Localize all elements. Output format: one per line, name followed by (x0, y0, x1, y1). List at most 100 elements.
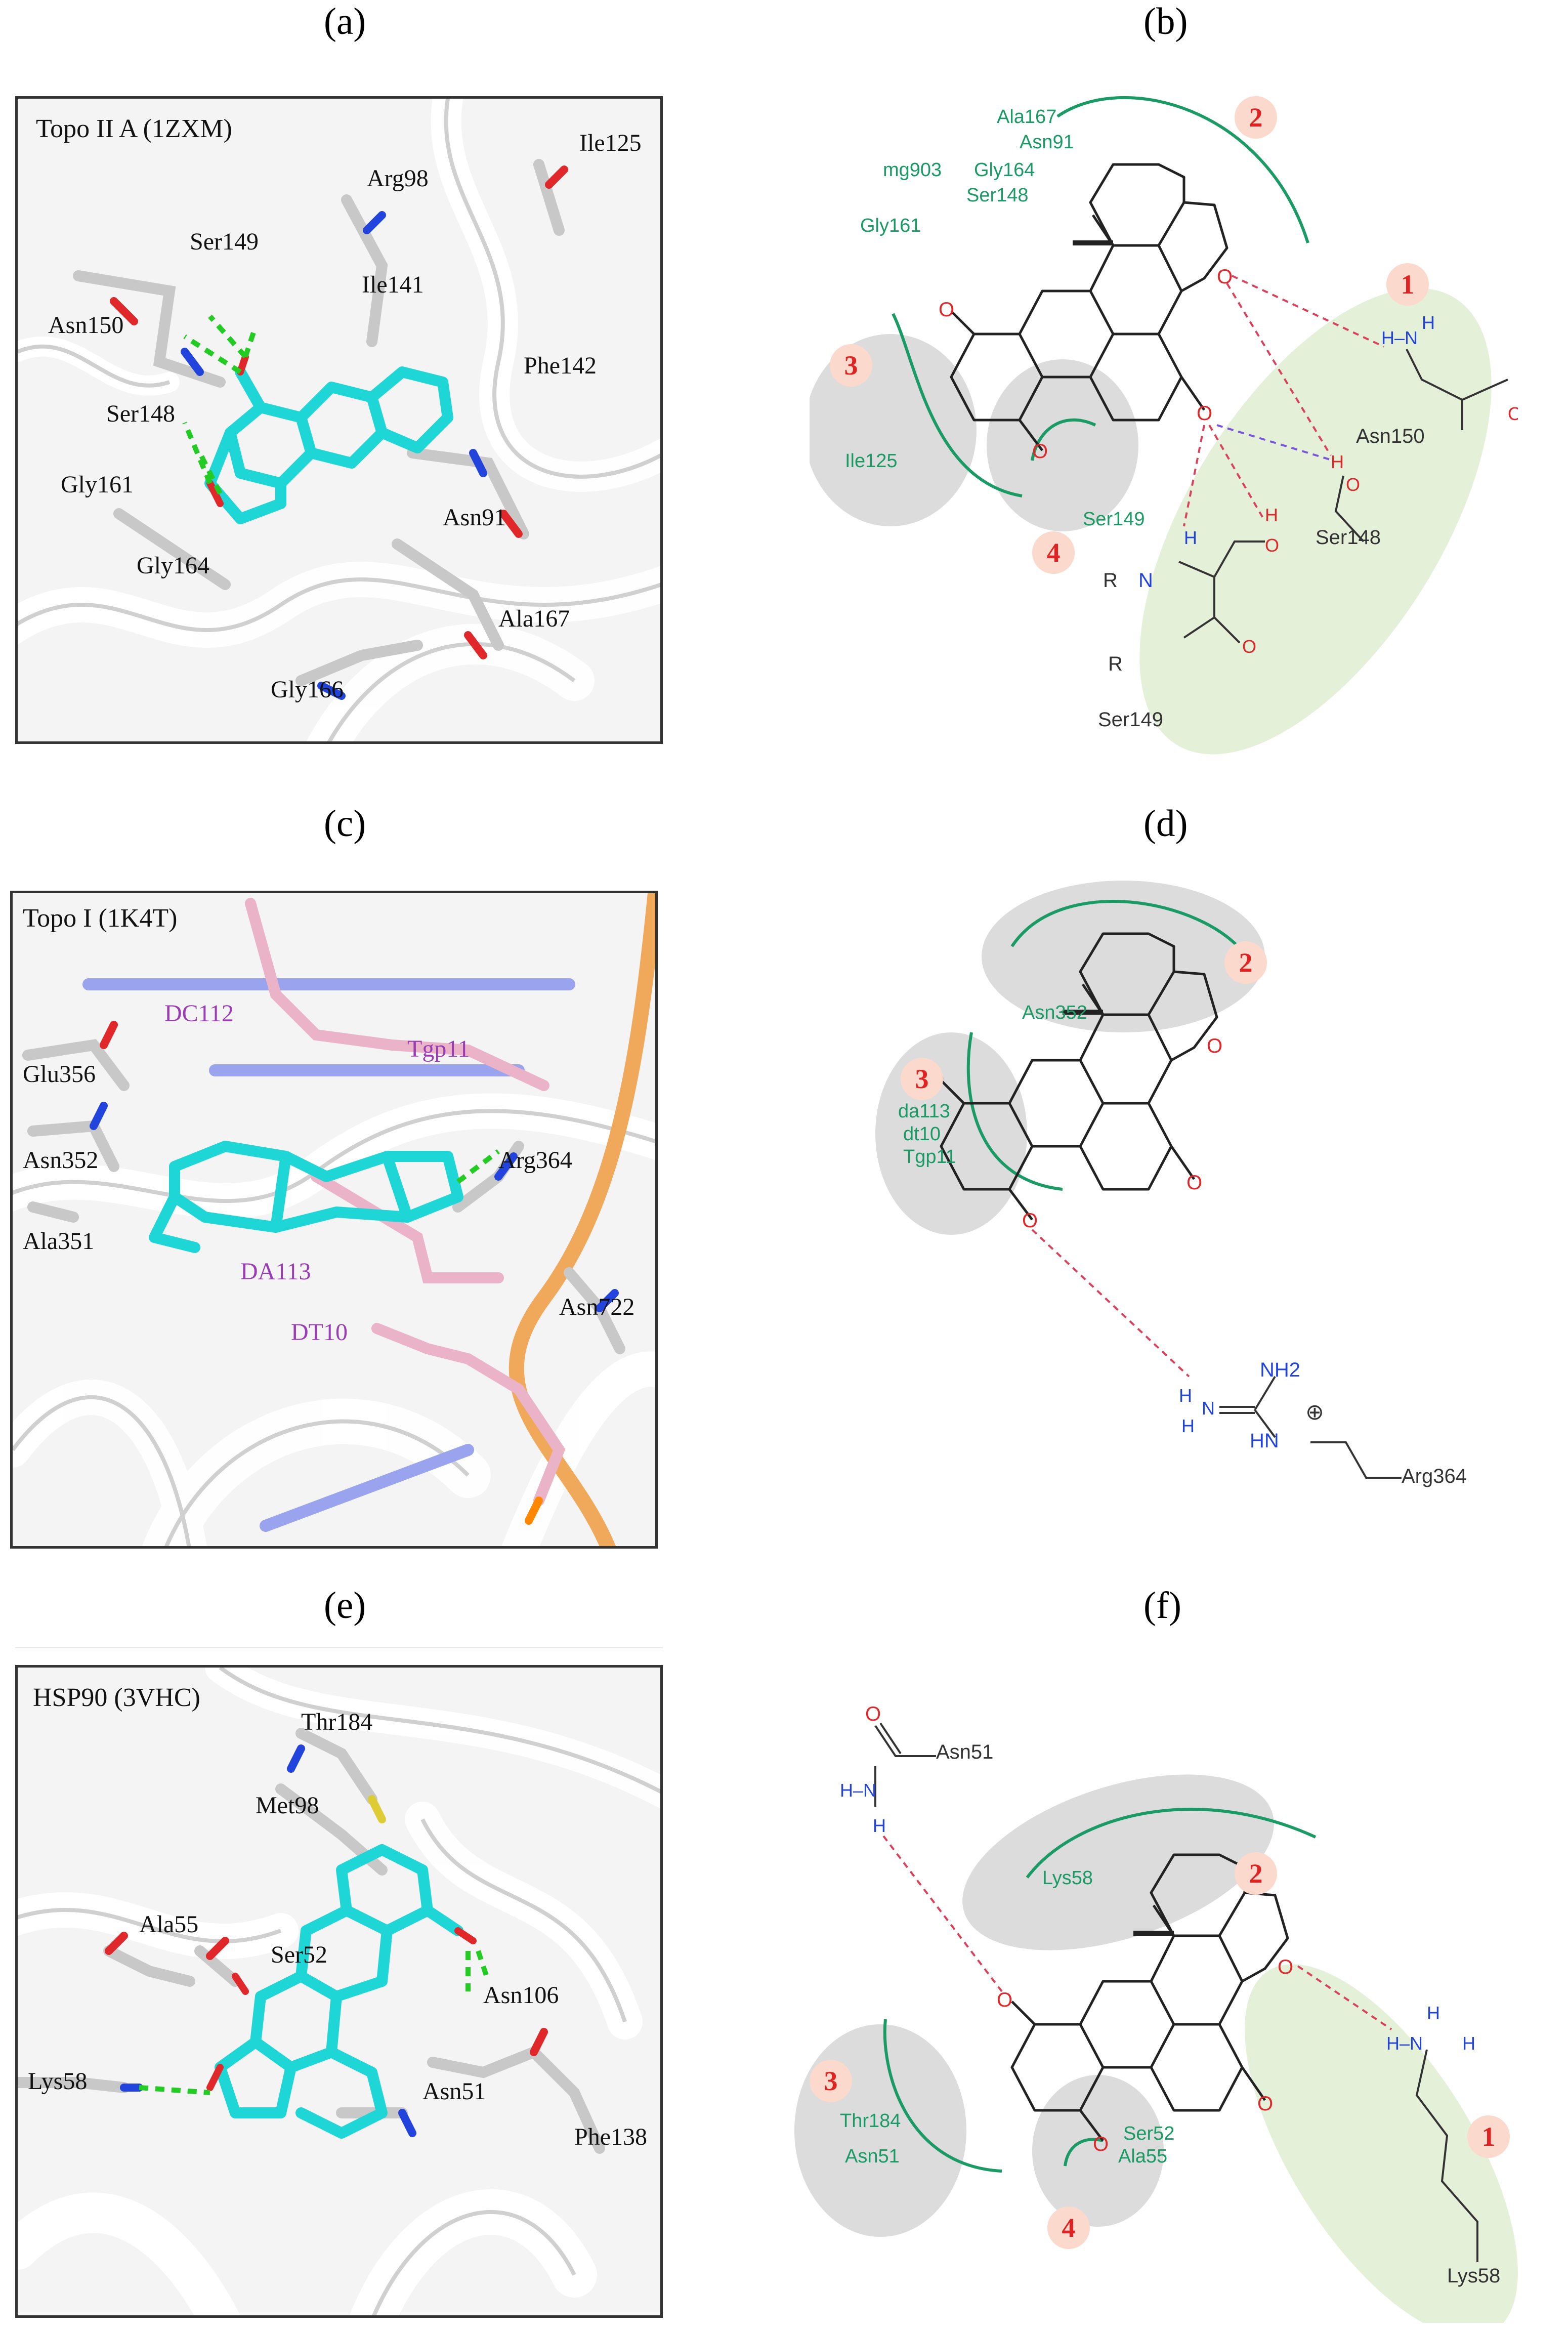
res-ser52: Ser52 (271, 1941, 327, 1968)
svg-text:H: H (1181, 1416, 1195, 1436)
b-asn150: Asn150 (1356, 425, 1425, 447)
protein-render-c (13, 893, 655, 1546)
protein-render-a (18, 99, 660, 741)
svg-text:H: H (1179, 1385, 1192, 1406)
svg-text:O: O (1207, 1035, 1222, 1057)
panel-a-3d-view: Topo II A (1ZXM) Arg98 Ile125 Ser149 Ile… (15, 96, 663, 744)
f-badge-3: 3 (810, 2060, 852, 2102)
res-asn91: Asn91 (443, 504, 506, 531)
b-ser148-dark: Ser148 (1316, 526, 1381, 549)
svg-text:N: N (1202, 1398, 1215, 1419)
svg-text:H: H (873, 1815, 886, 1836)
svg-text:H–N: H–N (1386, 2033, 1423, 2054)
svg-text:H: H (1331, 451, 1344, 472)
panel-c-title: Topo I (1K4T) (23, 904, 178, 933)
dna-da113: DA113 (240, 1258, 311, 1285)
res-gly161: Gly161 (61, 471, 134, 498)
svg-text:H–N: H–N (840, 1780, 876, 1801)
res-asn51: Asn51 (422, 2078, 486, 2105)
svg-text:H: H (1422, 312, 1435, 333)
d-dt10: dt10 (903, 1123, 941, 1145)
b-ser149-green: Ser149 (1083, 509, 1145, 530)
f-thr184: Thr184 (840, 2110, 901, 2132)
d-badge-3: 3 (901, 1058, 943, 1100)
svg-text:O: O (997, 1989, 1012, 2011)
svg-text:H: H (1184, 527, 1197, 548)
f-badge-2: 2 (1235, 1852, 1277, 1895)
d-asn352: Asn352 (1022, 1002, 1087, 1023)
d-badge-2: 2 (1224, 941, 1267, 984)
f-badge-4: 4 (1047, 2207, 1090, 2249)
f-lys58-dark: Lys58 (1447, 2265, 1501, 2287)
f-ala55: Ala55 (1118, 2146, 1168, 2167)
res-phe138: Phe138 (574, 2124, 647, 2150)
interaction-map-f: O O O O O H–N H H–N H H (794, 1703, 1518, 2323)
svg-text:O: O (1186, 1172, 1202, 1194)
svg-text:O: O (1032, 440, 1048, 463)
d-da113: da113 (898, 1101, 950, 1122)
f-badge-1: 1 (1467, 2115, 1510, 2158)
b-badge-1: 1 (1386, 263, 1429, 306)
dna-dc112: DC112 (164, 1000, 234, 1027)
res-ile125: Ile125 (579, 130, 642, 156)
b-asn91: Asn91 (1020, 132, 1074, 153)
res-lys58: Lys58 (28, 2068, 88, 2095)
interaction-map-d: O O O O H N H (875, 881, 1402, 1479)
b-badge-3: 3 (830, 344, 872, 387)
f-lys58: Lys58 (1042, 1867, 1093, 1889)
panel-label-f: (f) (1143, 1585, 1181, 1627)
panel-label-b: (b) (1143, 1, 1188, 43)
b-mg903: mg903 (883, 159, 942, 181)
panel-f-2d-diagram: O O O O O H–N H H–N H H Asn51 Lys58 Lys5… (789, 1665, 1518, 2323)
b-ala167: Ala167 (997, 106, 1057, 128)
b-badge-4: 4 (1032, 531, 1075, 574)
d-tgp11: Tgp11 (903, 1146, 956, 1168)
b-ser149-dark: Ser149 (1098, 709, 1163, 731)
svg-text:O: O (1197, 402, 1212, 425)
res-asn150: Asn150 (48, 312, 124, 339)
b-r-group-2: R (1108, 653, 1123, 675)
res-gly164: Gly164 (137, 552, 209, 579)
res-ala55: Ala55 (139, 1911, 199, 1938)
panel-label-d: (d) (1143, 803, 1188, 845)
res-asn352: Asn352 (23, 1147, 99, 1174)
res-glu356: Glu356 (23, 1061, 96, 1088)
d-plus-charge: ⊕ (1305, 1400, 1324, 1425)
res-phe142: Phe142 (524, 352, 597, 379)
panel-e-title: HSP90 (3VHC) (33, 1683, 200, 1712)
panel-label-c: (c) (324, 803, 366, 845)
panel-e-3d-view: HSP90 (3VHC) Thr184 Met98 Ala55 Ser52 As… (15, 1665, 663, 2318)
svg-text:O: O (939, 299, 954, 321)
res-ala351: Ala351 (23, 1228, 95, 1255)
svg-text:O: O (1346, 474, 1360, 495)
svg-text:O: O (1022, 1210, 1038, 1232)
res-asn106: Asn106 (483, 1982, 559, 2009)
res-asn722: Asn722 (559, 1294, 635, 1320)
svg-text:O: O (1093, 2133, 1109, 2155)
res-arg98: Arg98 (367, 165, 429, 192)
res-ser149: Ser149 (190, 228, 259, 255)
res-arg364: Arg364 (498, 1147, 572, 1174)
svg-text:O: O (1257, 2093, 1273, 2115)
res-met98: Met98 (256, 1792, 319, 1819)
svg-text:O: O (1242, 636, 1256, 657)
panel-c-3d-view: Topo I (1K4T) DC112 Tgp11 DA113 DT10 Glu… (10, 891, 658, 1549)
res-ala167: Ala167 (498, 605, 570, 632)
res-ile141: Ile141 (362, 271, 424, 298)
res-thr184: Thr184 (301, 1709, 373, 1735)
f-asn51: Asn51 (845, 2146, 900, 2167)
b-badge-2: 2 (1235, 96, 1277, 139)
protein-render-e (18, 1668, 660, 2315)
svg-text:H: H (1462, 2033, 1475, 2054)
panel-label-e: (e) (324, 1585, 366, 1627)
d-arg364: Arg364 (1402, 1465, 1467, 1487)
b-ser148: Ser148 (966, 185, 1029, 206)
panel-label-a: (a) (324, 1, 366, 43)
interaction-map-b: O O O O H–N H H H O H O (810, 96, 1518, 755)
b-n-atom: N (1138, 569, 1153, 592)
res-ser148: Ser148 (106, 400, 175, 427)
panel-b-2d-diagram: O O O O H–N H H H O H O (810, 76, 1518, 774)
res-gly166: Gly166 (271, 676, 344, 703)
d-nh2: NH2 (1260, 1359, 1301, 1381)
b-ile125: Ile125 (845, 450, 898, 472)
